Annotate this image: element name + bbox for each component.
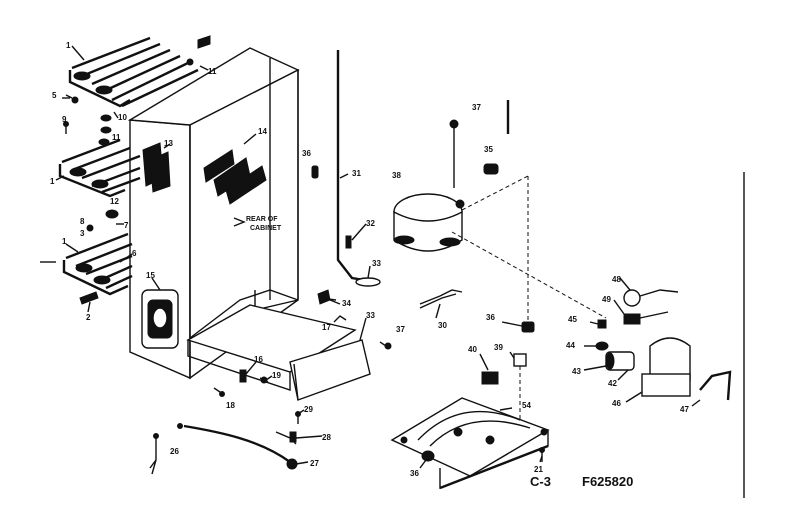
callout-19: 19: [272, 371, 281, 380]
power-cord-27: [177, 423, 298, 470]
part-36-grommet-low: [421, 450, 435, 462]
callout-34: 34: [342, 299, 351, 308]
part-18-clip: [239, 369, 247, 383]
callout-36c: 36: [410, 469, 419, 478]
condenser-coil-upper: [68, 36, 199, 108]
callout-31: 31: [352, 169, 361, 178]
callout-1: 1: [66, 41, 71, 50]
callout-9: 9: [62, 115, 67, 124]
callout-10: 10: [118, 113, 127, 122]
callout-40: 40: [468, 345, 477, 354]
callout-26: 26: [170, 447, 179, 456]
callout-29: 29: [304, 405, 313, 414]
svg-text:REAR OF: REAR OF: [246, 216, 278, 223]
callout-21: 21: [534, 465, 543, 474]
callout-14: 14: [258, 127, 267, 136]
tube-31: [336, 50, 377, 284]
part-43-cylinder: [605, 351, 635, 371]
callout-7: 7: [124, 221, 129, 230]
part-33-panel: [289, 339, 371, 401]
condenser-coil-lower: [40, 232, 133, 296]
callout-49: 49: [602, 295, 611, 304]
svg-text:CABINET: CABINET: [250, 225, 282, 232]
callout-44: 44: [566, 341, 575, 350]
part-15-assembly: [141, 289, 179, 349]
callout-36b: 36: [486, 313, 495, 322]
part-37-screw: [449, 119, 459, 188]
part-45-clip: [597, 319, 607, 329]
callout-47: 47: [680, 405, 689, 414]
part-33-clip: [355, 277, 381, 287]
callout-39: 39: [494, 343, 503, 352]
callout-35: 35: [484, 145, 493, 154]
condenser-coil-middle: [58, 138, 141, 198]
part-36-grommet: [311, 165, 319, 179]
part-48-relay: [623, 289, 679, 307]
part-19-screw: [259, 376, 269, 384]
part-30-strap: [419, 289, 463, 309]
callout-12: 12: [110, 197, 119, 206]
coil-hardware: [63, 35, 211, 305]
caption-figure-id: F625820: [582, 474, 633, 489]
part-17-clip: [333, 315, 347, 323]
callout-8: 8: [80, 217, 85, 226]
callout-15: 15: [146, 271, 155, 280]
caption-section: C-3: [530, 474, 551, 489]
assembly-lines: [451, 175, 607, 420]
side-grille-13: [142, 142, 171, 193]
callout-1b: 1: [50, 177, 55, 186]
callout-46: 46: [612, 399, 621, 408]
callout-3: 3: [80, 229, 85, 238]
compressor-38: [393, 193, 465, 252]
callout-27: 27: [310, 459, 319, 468]
callout-5: 5: [52, 91, 57, 100]
callout-38: 38: [392, 171, 401, 180]
callout-36: 36: [302, 149, 311, 158]
part-35-bushing: [483, 163, 499, 175]
callout-45: 45: [568, 315, 577, 324]
callout-2: 2: [86, 313, 91, 322]
part-40-clip: [481, 371, 499, 385]
part-32-clip: [345, 235, 352, 249]
callout-13: 13: [164, 139, 173, 148]
callout-28: 28: [322, 433, 331, 442]
callout-6: 6: [132, 249, 137, 258]
part-26-pin: [149, 433, 159, 475]
part-28-clamp: [275, 431, 297, 445]
callout-30: 30: [438, 321, 447, 330]
rear-grille-14: [203, 149, 267, 205]
callout-33b: 33: [366, 311, 375, 320]
part-47-bracket: [699, 370, 732, 401]
part-16-fastener: [213, 387, 225, 397]
rear-of-cabinet-label: REAR OF CABINET: [233, 216, 282, 232]
callout-32: 32: [366, 219, 375, 228]
callout-43: 43: [572, 367, 581, 376]
callout-16: 16: [254, 355, 263, 364]
callout-11: 11: [208, 67, 217, 76]
cabinet-rear: REAR OF CABINET: [127, 47, 357, 391]
part-49-connector: [623, 311, 669, 325]
callout-18: 18: [226, 401, 235, 410]
callout-17: 17: [322, 323, 331, 332]
callout-37: 37: [472, 103, 481, 112]
leader-lines: [55, 45, 701, 469]
callout-48: 48: [612, 275, 621, 284]
callout-37b: 37: [396, 325, 405, 334]
part-39-fitting: [513, 353, 527, 367]
part-36-nut: [521, 321, 535, 333]
callout-54: 54: [522, 401, 531, 410]
callout-42: 42: [608, 379, 617, 388]
part-37-screw-low: [379, 341, 392, 350]
callout-11b: 11: [112, 133, 121, 142]
part-46-cover: [641, 337, 691, 397]
part-44-capacitor: [595, 341, 609, 351]
callout-1c: 1: [62, 237, 67, 246]
callout-33: 33: [372, 259, 381, 268]
callouts: 1 11 5 9 10 11 13 14 1 12 8 7 3 1 6 15 2…: [50, 41, 689, 478]
